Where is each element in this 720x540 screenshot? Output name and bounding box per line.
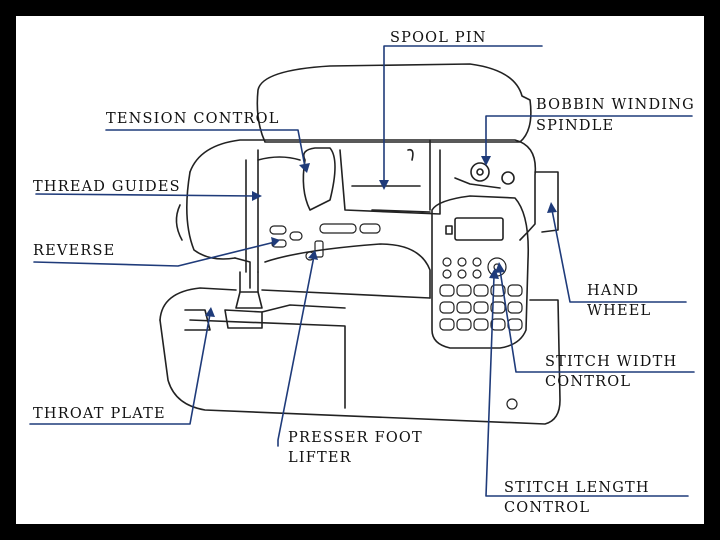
label-stitch-width-line1: STITCH WIDTH xyxy=(545,354,678,370)
label-reverse: REVERSE xyxy=(33,243,116,259)
diagram-frame: SPOOL PIN TENSION CONTROL BOBBIN WINDING… xyxy=(16,16,704,524)
leader-hand-wheel xyxy=(551,209,687,303)
leader-spool-pin xyxy=(383,45,543,185)
leader-stitch-length xyxy=(485,275,689,497)
leader-tension-control xyxy=(105,129,306,168)
label-presser-foot-line2: LIFTER xyxy=(288,450,352,466)
sewing-machine-diagram xyxy=(29,45,695,497)
leader-thread-guides xyxy=(35,193,256,197)
leader-bobbin-winding xyxy=(485,115,693,161)
label-stitch-length-line1: STITCH LENGTH xyxy=(504,480,650,496)
leader-lines xyxy=(29,45,695,497)
label-spool-pin: SPOOL PIN xyxy=(390,30,487,46)
label-thread-guides: THREAD GUIDES xyxy=(33,179,181,195)
leader-reverse xyxy=(33,241,276,267)
label-throat-plate: THROAT PLATE xyxy=(33,406,166,422)
label-tension-control: TENSION CONTROL xyxy=(106,111,280,127)
label-stitch-length-line2: CONTROL xyxy=(504,500,591,516)
leader-presser-foot xyxy=(277,255,315,447)
label-stitch-width-line2: CONTROL xyxy=(545,374,632,390)
label-bobbin-winding-line2: SPINDLE xyxy=(536,118,615,134)
label-hand-wheel-line1: HAND xyxy=(587,283,640,299)
leader-throat-plate xyxy=(29,313,211,425)
label-bobbin-winding-line1: BOBBIN WINDING xyxy=(536,97,695,113)
leader-stitch-width xyxy=(499,269,695,373)
label-presser-foot-line1: PRESSER FOOT xyxy=(288,430,423,446)
label-hand-wheel-line2: WHEEL xyxy=(587,303,652,319)
